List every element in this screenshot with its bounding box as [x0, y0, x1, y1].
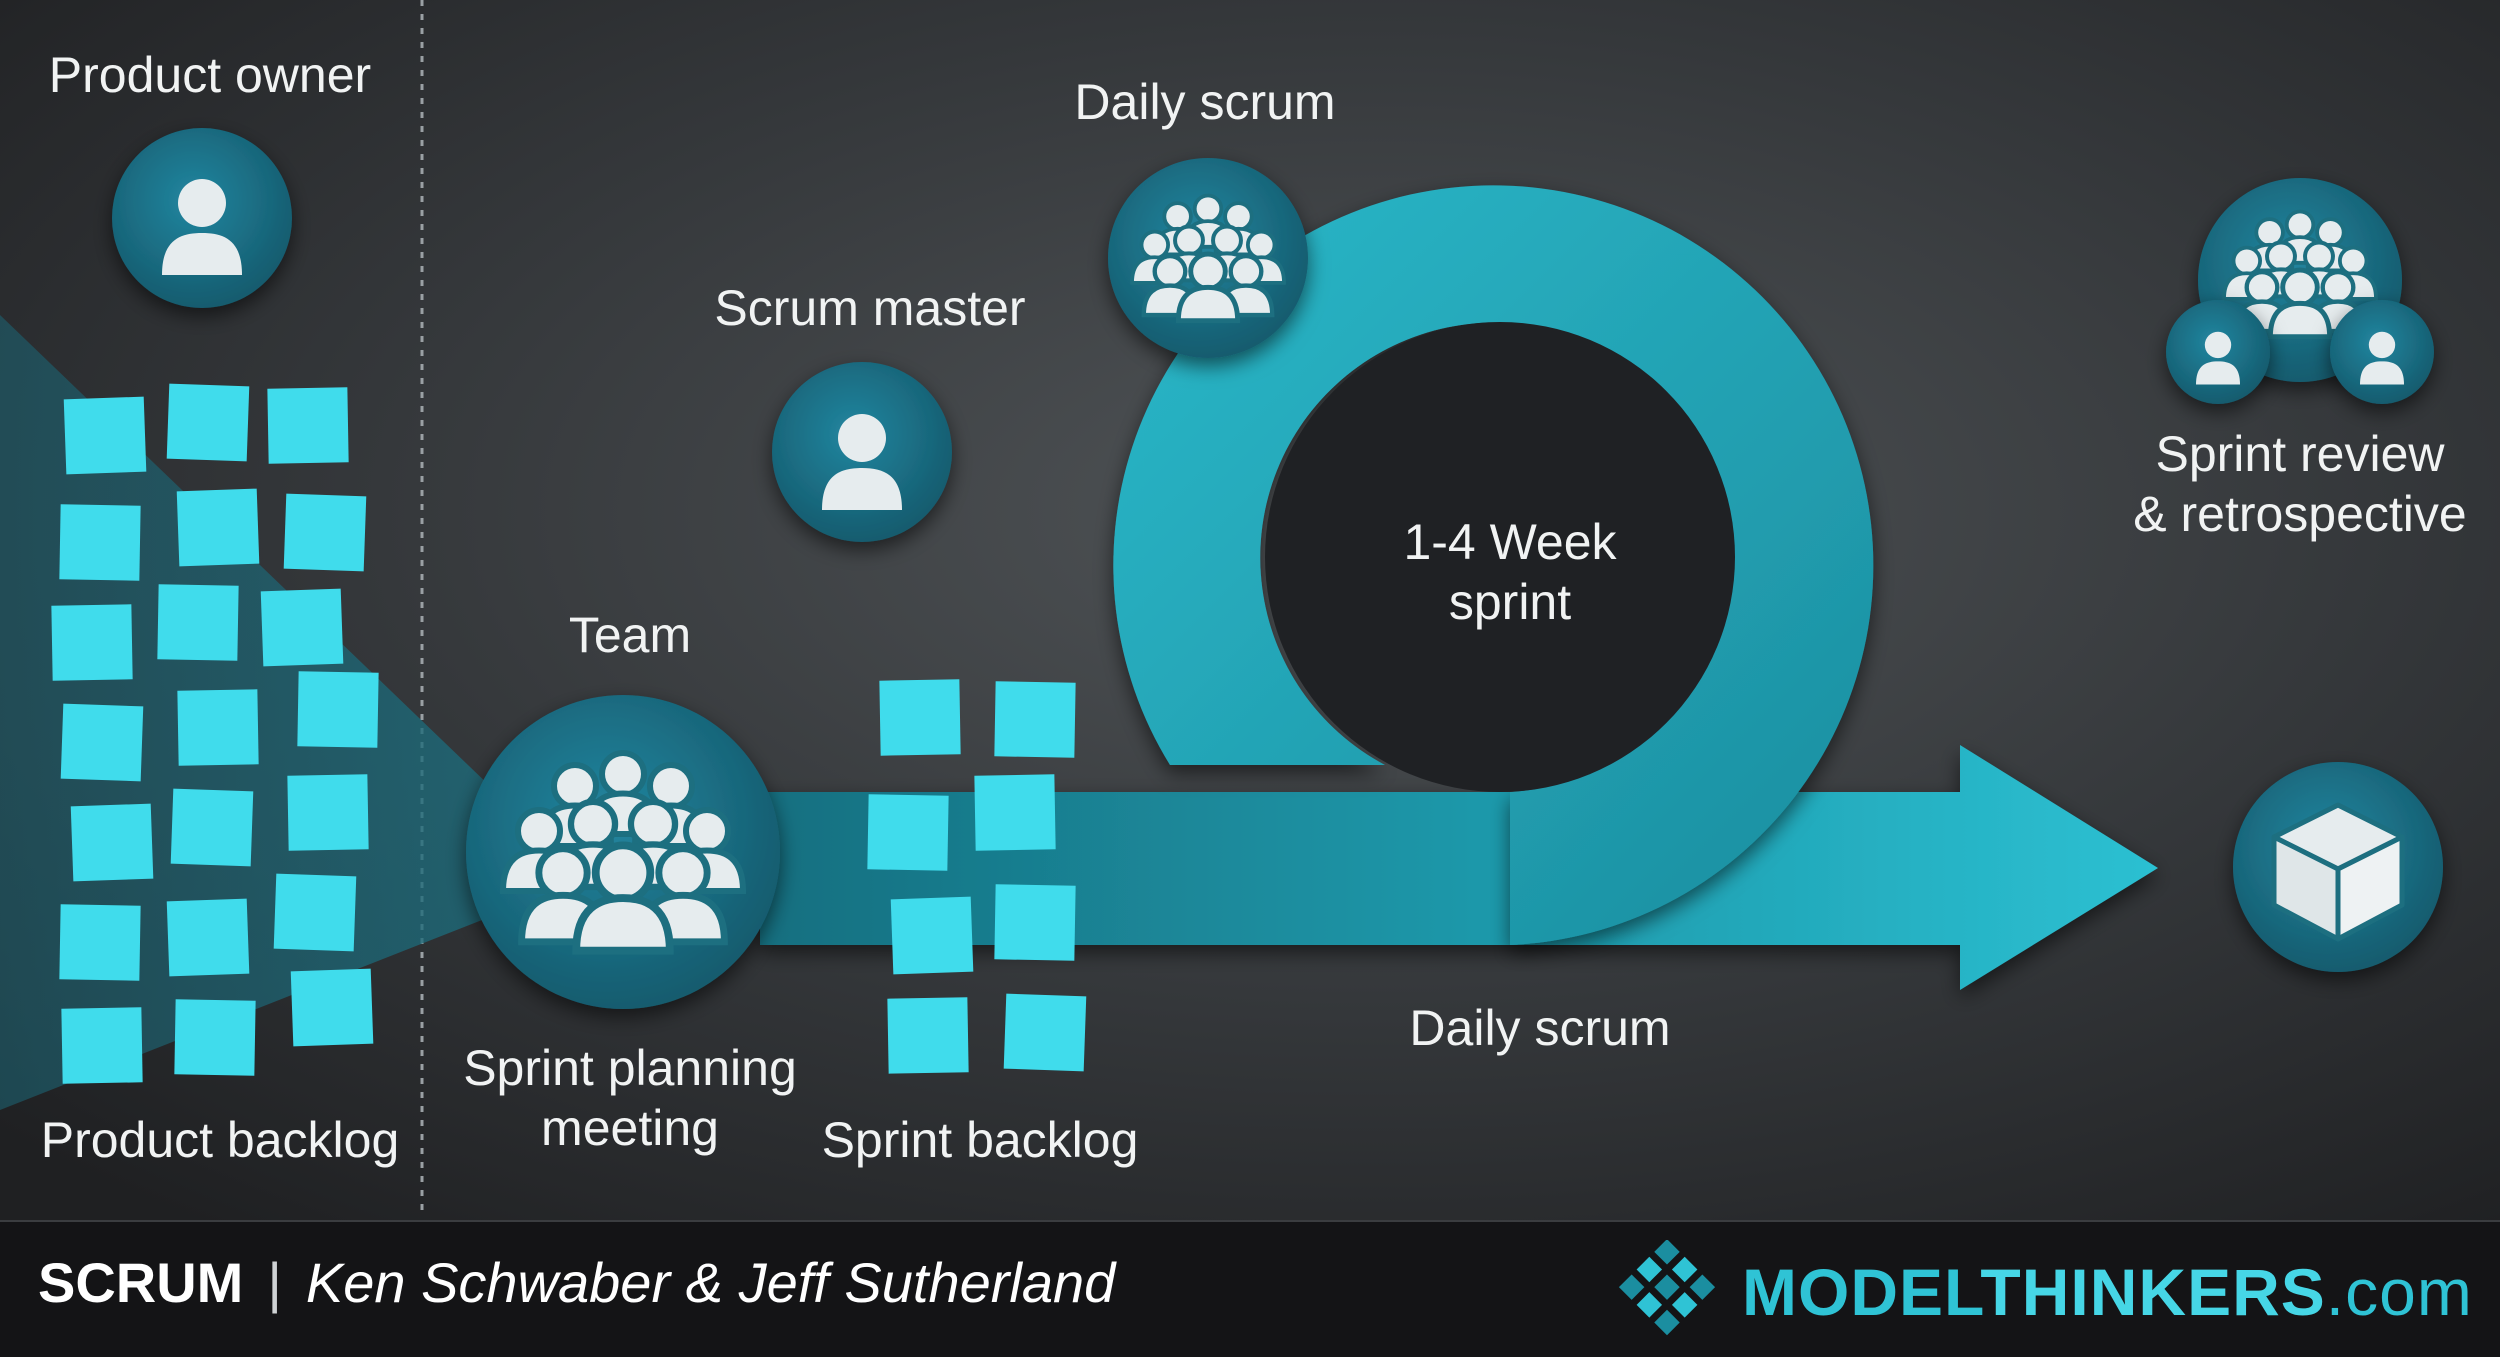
sprint-backlog-label: Sprint backlog — [821, 1112, 1139, 1168]
cube-icon — [2271, 802, 2405, 942]
title-separator: | — [267, 1251, 282, 1314]
sprint-planning-line-2: meeting — [541, 1100, 719, 1156]
loop-hole — [1265, 322, 1735, 792]
daily-scrum-top-label: Daily scrum — [1074, 74, 1336, 130]
diagram-canvas — [0, 0, 2500, 1220]
product-owner-label: Product owner — [48, 47, 372, 103]
team-label: Team — [568, 607, 692, 663]
model-name: SCRUM — [38, 1251, 244, 1314]
product-backlog-notes — [51, 383, 379, 1084]
brand-part-1: MODEL — [1742, 1255, 1981, 1329]
sprint-planning-label: Sprint planning meeting — [440, 1038, 820, 1158]
scrum-master-label: Scrum master — [714, 280, 1026, 336]
sprint-review-label: Sprint review & retrospective — [2120, 424, 2480, 544]
sprint-review-line-2: & retrospective — [2133, 486, 2467, 542]
footer-bar: SCRUM | Ken Schwaber & Jeff Sutherland — [0, 1220, 2500, 1357]
daily-scrum-bottom-label: Daily scrum — [1409, 1000, 1671, 1056]
product-backlog-label: Product backlog — [40, 1112, 400, 1168]
diamond-grid-logo-icon — [1618, 1240, 1716, 1336]
sprint-arrow — [760, 745, 2158, 990]
sprint-review-icon — [2166, 178, 2434, 404]
brand-part-2: THINKERS — [1980, 1255, 2326, 1329]
footer-title: SCRUM | Ken Schwaber & Jeff Sutherland — [38, 1250, 1115, 1315]
sprint-backlog-notes — [867, 679, 1087, 1074]
model-authors: Ken Schwaber & Jeff Sutherland — [305, 1251, 1116, 1314]
sprint-length-line-1: 1-4 Week — [1403, 514, 1617, 570]
brand-logo: MODELTHINKERS.com — [1612, 1240, 2472, 1340]
brand-part-3: .com — [2325, 1255, 2473, 1329]
sprint-planning-line-1: Sprint planning — [463, 1040, 797, 1096]
sprint-length-label: 1-4 Week sprint — [1350, 512, 1670, 632]
brand-wordmark: MODELTHINKERS.com — [1742, 1254, 2473, 1330]
sprint-review-line-1: Sprint review — [2155, 426, 2445, 482]
sprint-loop — [1113, 185, 1874, 945]
sprint-length-line-2: sprint — [1448, 574, 1572, 630]
